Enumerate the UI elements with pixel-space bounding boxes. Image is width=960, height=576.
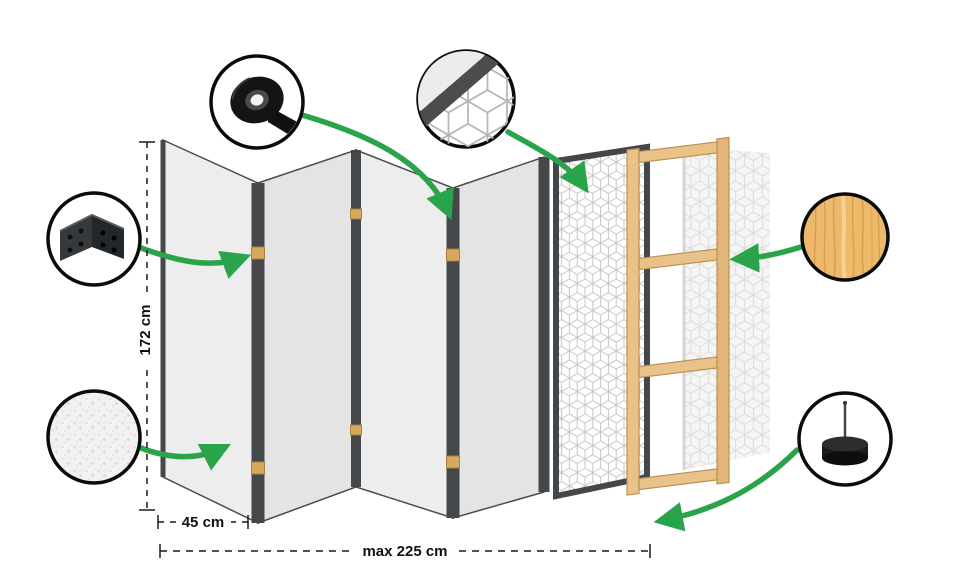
panel-width-dimension: 45 cm bbox=[157, 513, 249, 531]
frame-rail bbox=[638, 356, 718, 379]
arrow-wood-to-frame bbox=[729, 243, 804, 273]
wood-callout bbox=[800, 192, 890, 282]
hinges bbox=[251, 208, 460, 475]
plaster-texture-icon bbox=[50, 393, 138, 481]
hinge bbox=[446, 455, 460, 469]
hinge bbox=[446, 248, 460, 262]
texture-callout bbox=[46, 389, 142, 485]
foot-callout bbox=[797, 391, 893, 487]
bracket-callout bbox=[46, 191, 142, 287]
tape-callout bbox=[209, 54, 305, 150]
hinge bbox=[350, 424, 362, 436]
frame-right-stile bbox=[716, 136, 730, 485]
panel-width-dimension-label: 45 cm bbox=[182, 514, 225, 531]
corner-bracket-icon bbox=[59, 213, 125, 261]
panel-1 bbox=[162, 138, 259, 525]
arrow-pattern-to-panel bbox=[505, 129, 589, 194]
panel-3 bbox=[355, 148, 454, 520]
total-width-dimension: max 225 cm bbox=[159, 542, 651, 560]
arrow-tape-to-joint bbox=[299, 112, 454, 221]
stabilizing-foot-icon bbox=[822, 401, 868, 466]
hinge bbox=[350, 208, 362, 220]
callout-arrows bbox=[138, 112, 804, 532]
arrow-hinge-to-joint bbox=[138, 245, 252, 279]
hinge bbox=[251, 461, 265, 475]
height-dimension-label: 172 cm bbox=[137, 305, 154, 356]
frame-rail bbox=[638, 248, 718, 271]
arrow-texture-to-panel bbox=[138, 444, 231, 471]
panel-4 bbox=[452, 155, 545, 519]
total-width-dimension-label: max 225 cm bbox=[362, 543, 447, 560]
pattern-callout bbox=[416, 49, 516, 149]
height-dimension: 172 cm bbox=[137, 141, 157, 511]
arrow-foot-to-base bbox=[653, 447, 800, 532]
panel-2 bbox=[257, 148, 357, 525]
frame-top-rail bbox=[638, 141, 718, 164]
frame-bottom-rail bbox=[638, 468, 718, 491]
hinge bbox=[251, 246, 265, 260]
frame-left-stile bbox=[626, 147, 640, 496]
wooden-frame bbox=[626, 136, 730, 496]
